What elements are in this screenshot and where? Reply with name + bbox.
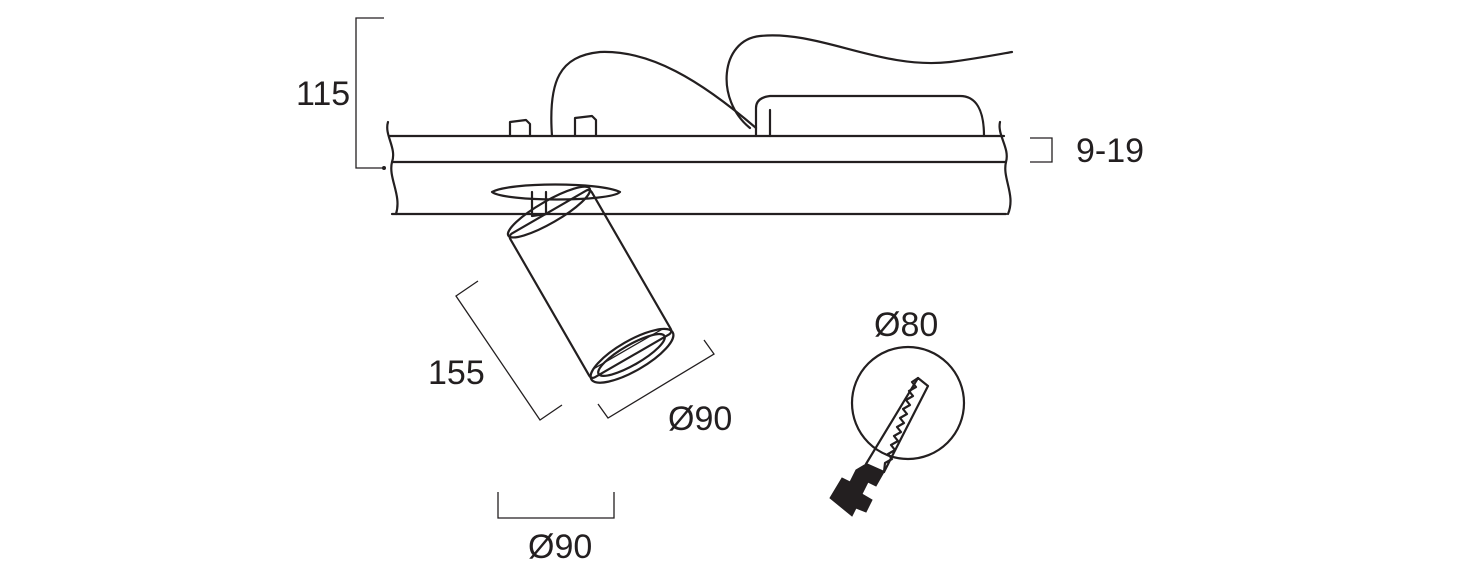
length-label: 155 xyxy=(428,354,485,392)
driver-unit xyxy=(550,34,1014,138)
length-dimension: 155 xyxy=(428,280,563,421)
thickness-dimension: 9-19 xyxy=(1030,132,1144,170)
mounting-clips xyxy=(508,114,598,138)
side-diameter-dimension: Ø90 xyxy=(597,339,732,438)
ceiling-panel xyxy=(386,120,1012,216)
cutout-diameter-label: Ø80 xyxy=(874,306,938,344)
bottom-diameter-dimension: Ø90 xyxy=(497,492,615,566)
spotlight-body xyxy=(506,185,675,384)
side-diameter-label: Ø90 xyxy=(668,400,732,438)
bottom-diameter-label: Ø90 xyxy=(528,528,592,566)
cutout-dimension: Ø80 xyxy=(850,306,966,461)
spot-stem xyxy=(530,190,548,218)
height-label: 115 xyxy=(296,75,350,113)
thickness-label: 9-19 xyxy=(1076,132,1144,170)
height-dimension: 115 xyxy=(296,17,386,170)
hand-saw-icon xyxy=(829,376,930,517)
